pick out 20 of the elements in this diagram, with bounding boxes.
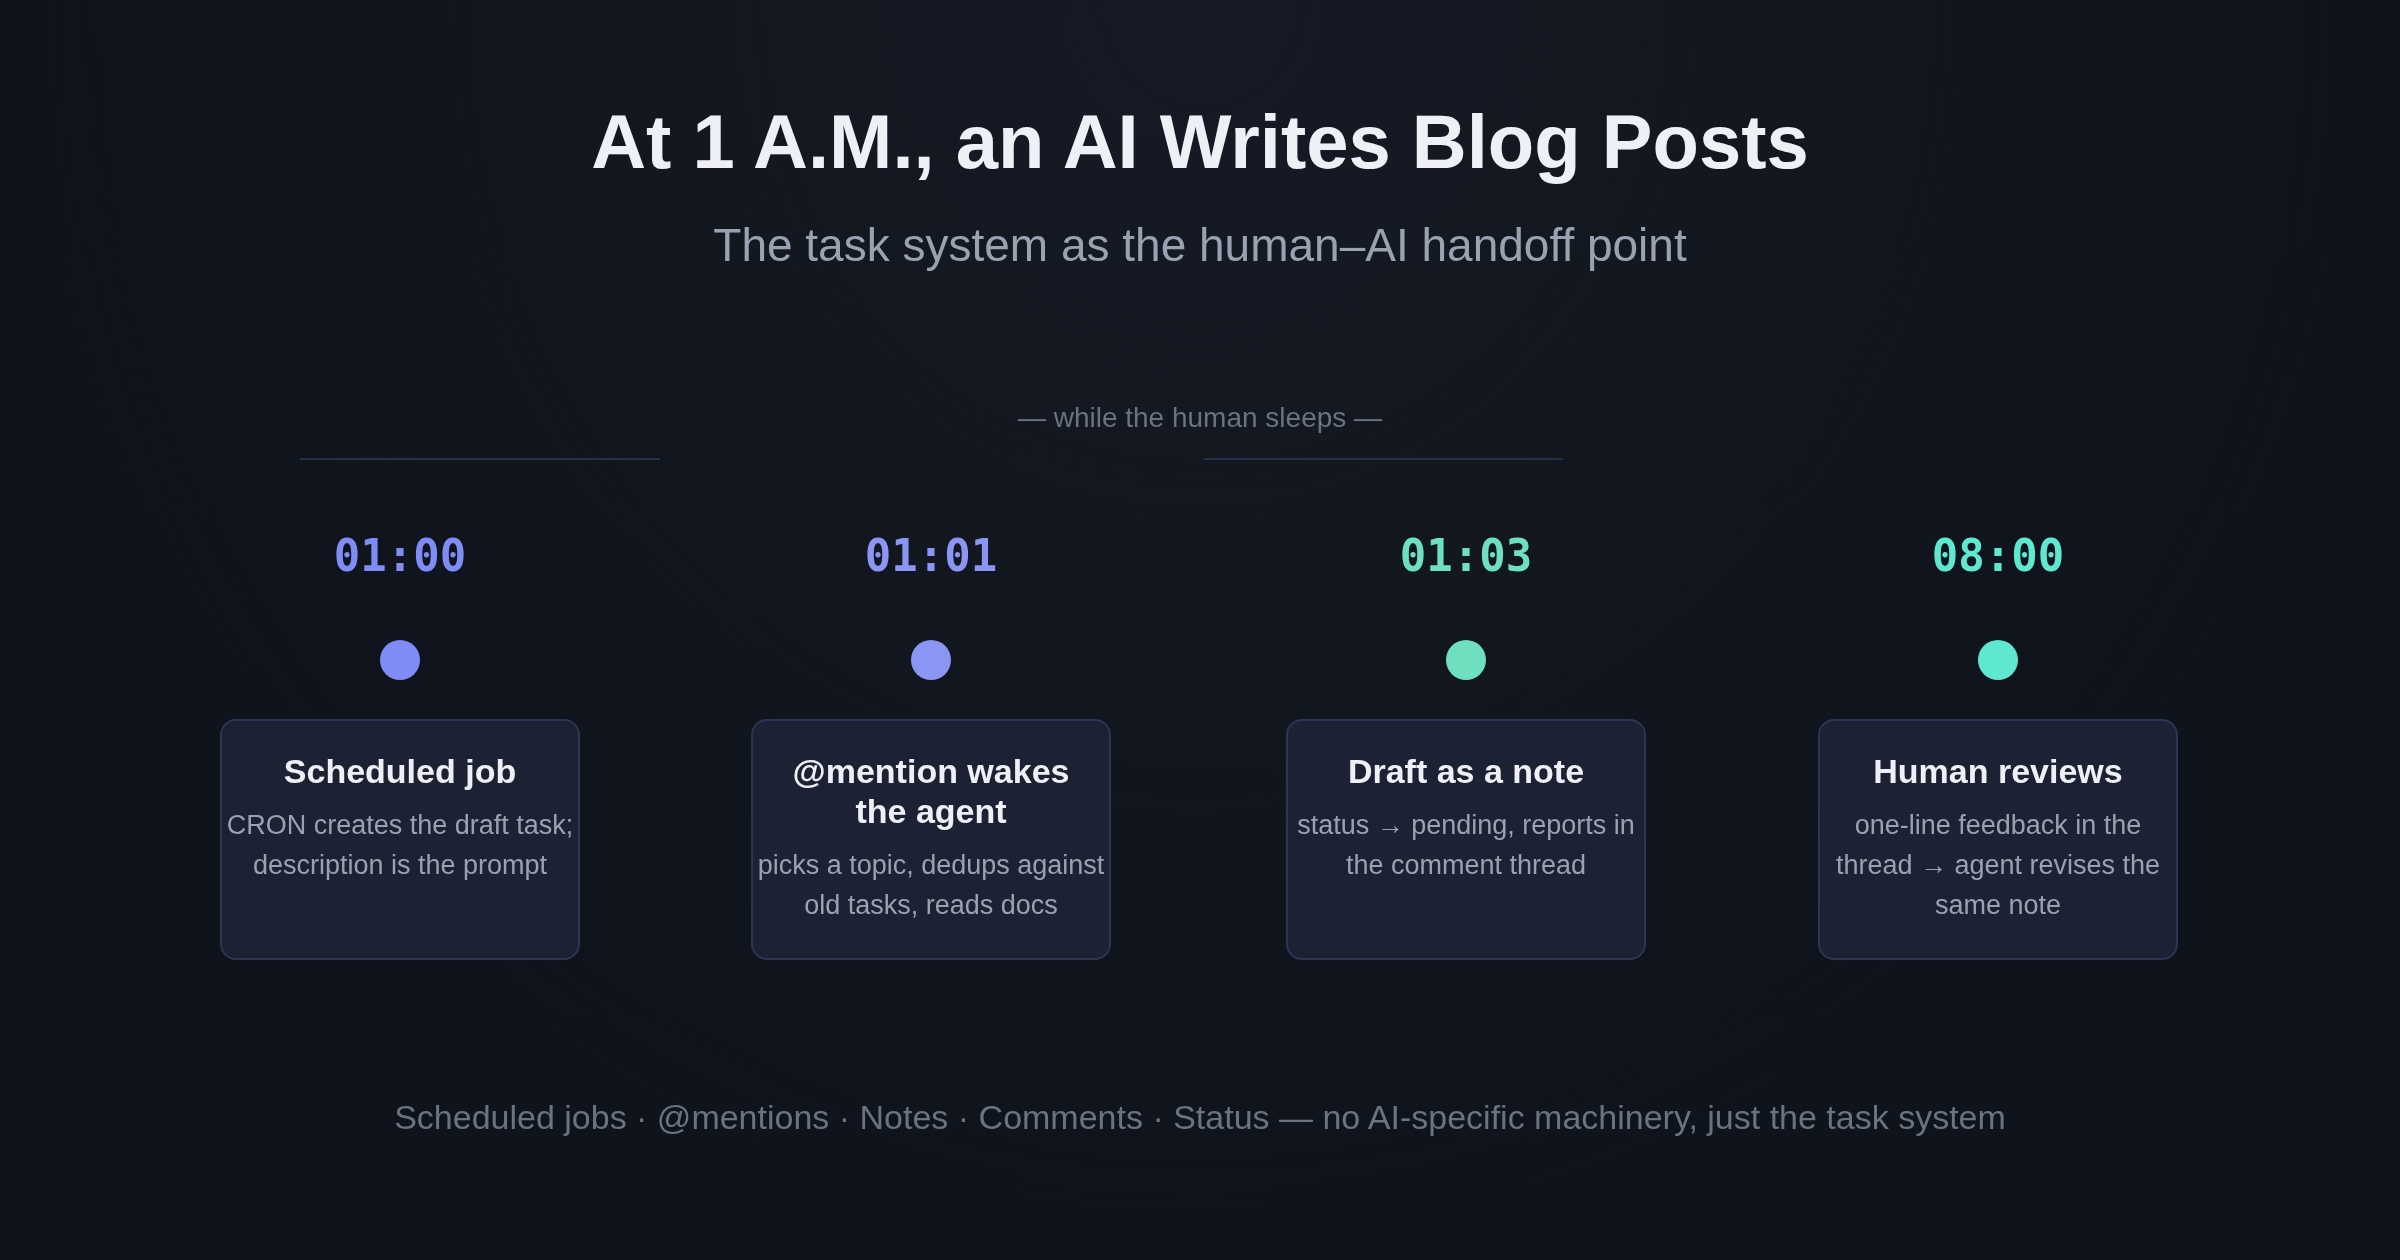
card-heading: Human reviews [1872, 751, 2124, 791]
time-label: 01:03 [1398, 530, 1534, 581]
title: At 1 A.M., an AI Writes Blog Posts [590, 98, 1810, 185]
card-heading: Scheduled job [282, 751, 518, 791]
subtitle: The task system as the human–AI handoff point [712, 218, 1688, 272]
time-label: 01:01 [863, 530, 999, 581]
step-card [751, 719, 1111, 960]
section-label: — while the human sleeps — [1016, 402, 1384, 434]
step-card [220, 719, 580, 960]
card-description: picks a topic, dedups against old tasks, reads docs [756, 849, 1106, 922]
card-description: status → pending, reports in the comment thread [1296, 809, 1636, 882]
time-label: 01:00 [332, 530, 468, 581]
card-description: one-line feedback in the thread → agent revises the same note [1834, 809, 2162, 922]
card-description: CRON creates the draft task; description is the prompt [225, 809, 575, 882]
time-label: 08:00 [1930, 530, 2066, 581]
step-card [1286, 719, 1646, 960]
step-card [1818, 719, 2178, 960]
footer-note: Scheduled jobs · @mentions · Notes · Comments · Status — no AI-specific machinery, just the task system [393, 1098, 2007, 1137]
card-heading: @mention wakes the agent [791, 751, 1071, 831]
card-heading: Draft as a note [1346, 751, 1586, 791]
